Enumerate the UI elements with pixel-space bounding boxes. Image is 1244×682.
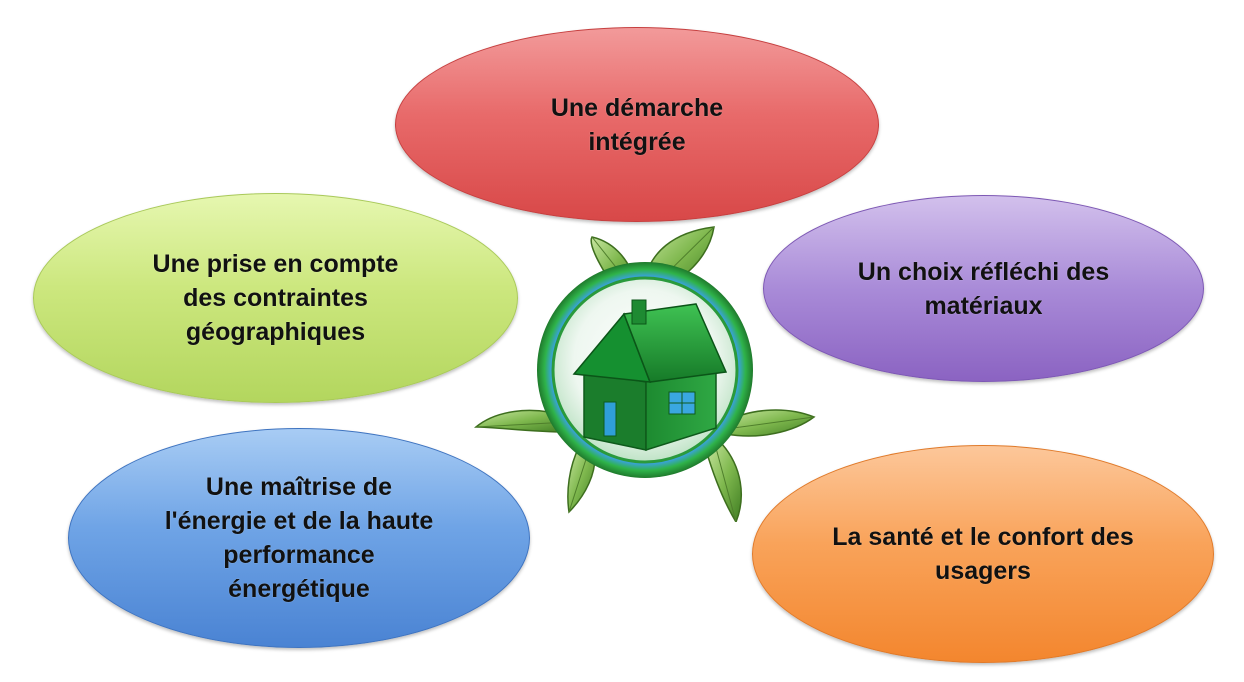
bubble-integrated-approach: Une démarche intégrée: [395, 27, 879, 222]
bubble-health-comfort: La santé et le confort des usagers: [752, 445, 1214, 663]
bubble-label: Un choix réfléchi des matériaux: [857, 257, 1110, 320]
leaf-icon: [723, 409, 816, 437]
bubble-material-choice: Un choix réfléchi des matériaux: [763, 195, 1204, 382]
window-icon: [668, 391, 696, 415]
bubble-label: Une prise en compte des contraintes géog…: [152, 250, 399, 346]
bubble-energy-performance: Une maîtrise de l'énergie et de la haute…: [68, 428, 530, 648]
house-icon: [572, 299, 728, 452]
bubble-label: Une maîtrise de l'énergie et de la haute…: [164, 473, 434, 603]
bubble-label: Une démarche intégrée: [550, 93, 724, 156]
bubble-label: La santé et le confort des usagers: [832, 523, 1134, 585]
eco-house-icon: [474, 226, 816, 522]
bubble-geographic-constraints: Une prise en compte des contraintes géog…: [33, 193, 518, 403]
leaf-icon: [705, 443, 742, 522]
